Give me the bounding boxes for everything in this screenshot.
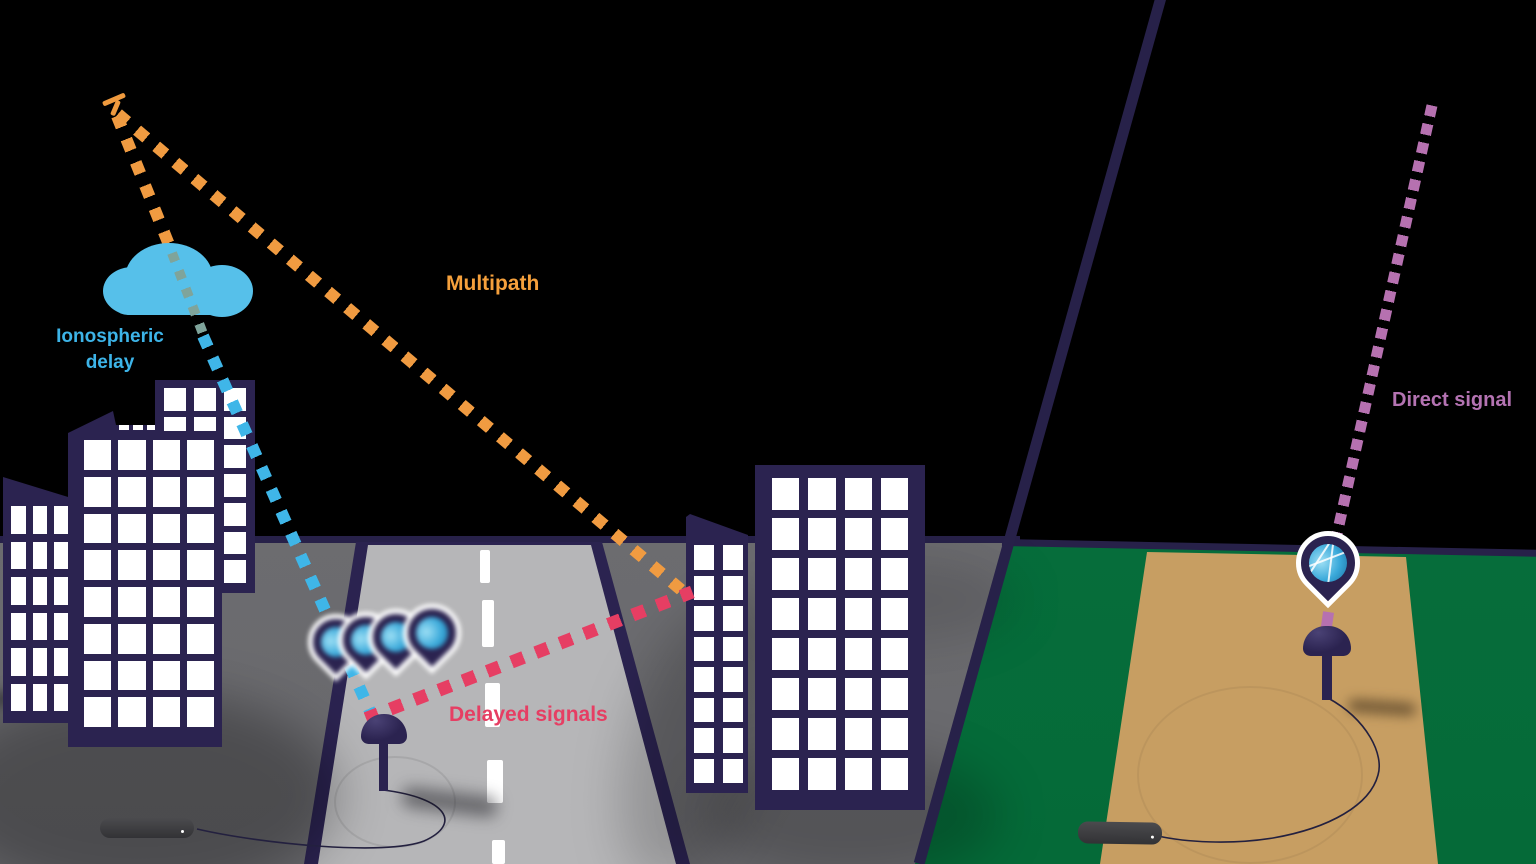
lane-dash (492, 840, 505, 864)
gnss-receiver-icon (1077, 821, 1163, 845)
blurred-pin-cluster-icon (296, 591, 476, 714)
lane-dash (485, 683, 500, 727)
antenna-cable-right (1157, 697, 1380, 843)
building-right-main (755, 465, 925, 810)
gnss-antenna-icon (1303, 626, 1351, 656)
ionospheric-delay-label: Ionospheric delay (56, 326, 164, 373)
antenna-stem (379, 742, 388, 791)
direct-signal-label: Direct signal (1392, 389, 1513, 411)
lane-dash (482, 600, 494, 647)
building-right-front-windows (694, 545, 743, 783)
lane-dash (487, 760, 503, 803)
building-right-main-windows (772, 478, 908, 790)
multipath-label: Multipath (446, 272, 540, 295)
delayed-signals-label: Delayed signals (449, 703, 608, 726)
building-left-mid (68, 411, 222, 747)
lane-dash (480, 550, 490, 583)
building-left-far (3, 477, 75, 723)
building-right-front (686, 514, 748, 793)
gnss-antenna-icon (361, 714, 407, 744)
antenna-stem (1322, 654, 1332, 700)
gnss-receiver-icon (100, 818, 194, 838)
building-left-mid-windows (84, 440, 214, 727)
horizon-line-city (0, 536, 1020, 543)
building-left-far-windows (11, 506, 69, 711)
